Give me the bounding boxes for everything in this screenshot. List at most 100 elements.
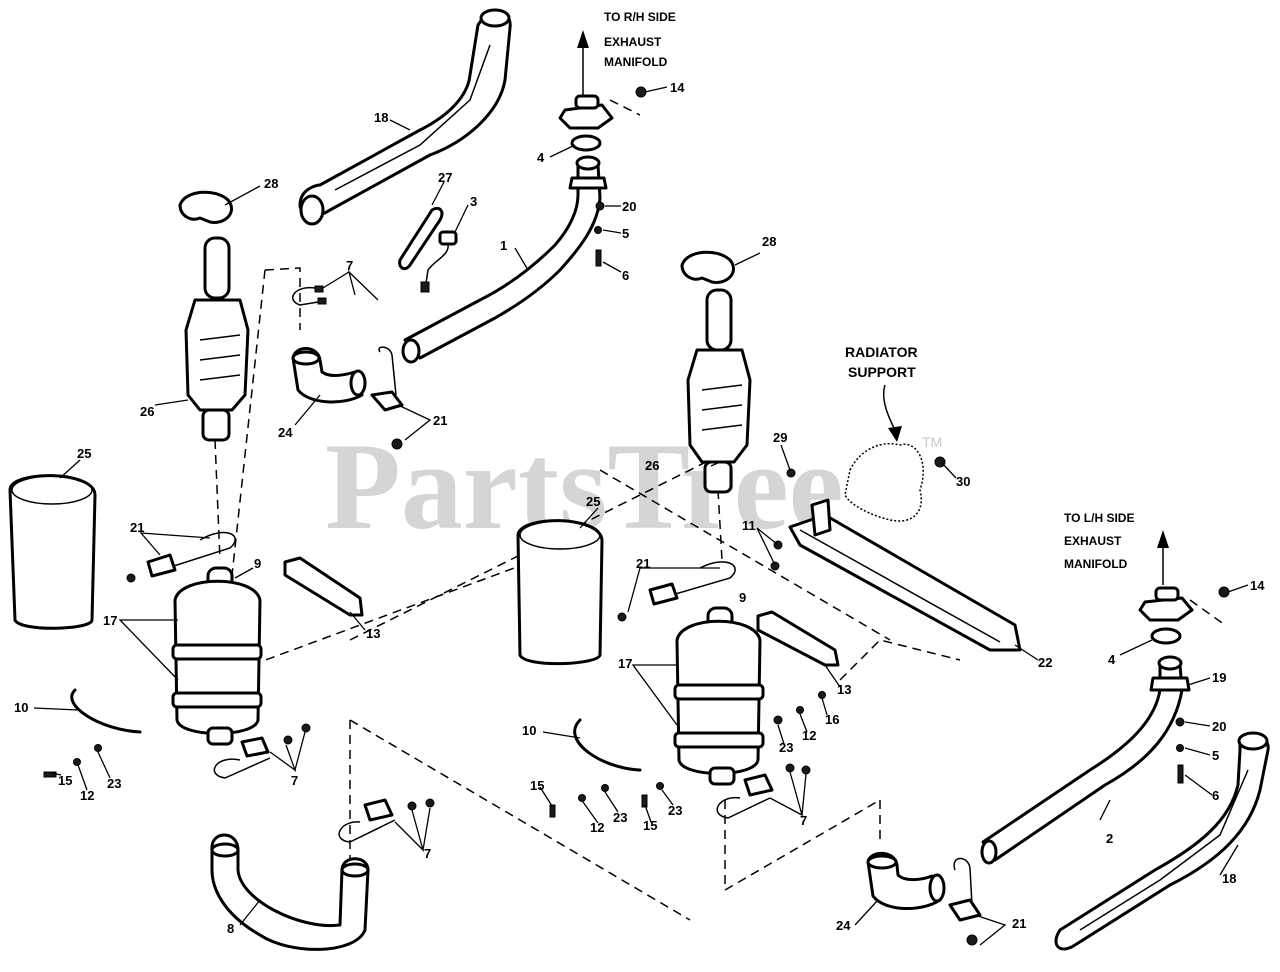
callout-5-top: 5 <box>622 226 629 241</box>
callout-25-left: 25 <box>77 446 91 461</box>
callout-20-right: 20 <box>1212 719 1226 734</box>
callout-4-top: 4 <box>537 150 545 165</box>
callout-26-left: 26 <box>140 404 154 419</box>
callout-24-right: 24 <box>836 918 851 933</box>
callout-21-top: 21 <box>433 413 447 428</box>
heat-shield-clamp-28-right <box>680 250 735 284</box>
callout-9-left: 9 <box>254 556 261 571</box>
hose-27 <box>398 206 444 271</box>
note-lh-line-3: MANIFOLD <box>1064 557 1128 571</box>
note-lh-line-2: EXHAUST <box>1064 534 1122 548</box>
callout-23-right-c: 23 <box>779 740 793 755</box>
callout-3: 3 <box>470 194 477 209</box>
callout-7-left-low: 7 <box>291 773 298 788</box>
arrow-to-lh-manifold <box>1157 530 1169 585</box>
callout-21-right-mid: 21 <box>636 556 650 571</box>
callout-7-top: 7 <box>346 258 353 273</box>
callout-15-left: 15 <box>58 773 72 788</box>
u-clamp-21-right-low <box>948 857 982 922</box>
note-lh-manifold: TO L/H SIDE EXHAUST MANIFOLD <box>1064 511 1134 571</box>
manifold-flange-left <box>1138 586 1194 622</box>
callout-10-left: 10 <box>14 700 28 715</box>
elbow-pipe-24-left <box>291 347 367 404</box>
callout-numbers: 14 4 20 5 6 1 18 28 27 3 7 26 24 21 25 2… <box>14 80 1265 936</box>
callout-23-right-a: 23 <box>613 810 627 825</box>
u-clamp-7-top <box>292 285 327 306</box>
callout-5-right: 5 <box>1212 748 1219 763</box>
assembly-guide-lines <box>214 99 1226 921</box>
exhaust-pipe-1 <box>401 155 608 364</box>
callout-8: 8 <box>227 921 234 936</box>
watermark-tm: TM <box>922 434 942 450</box>
callout-10-right: 10 <box>522 723 536 738</box>
gasket-4-right-top <box>570 134 602 152</box>
callout-28-right: 28 <box>762 234 776 249</box>
callout-11: 11 <box>742 518 756 533</box>
callout-28-left: 28 <box>264 176 278 191</box>
callout-25-right: 25 <box>586 494 600 509</box>
callout-13-right: 13 <box>837 682 851 697</box>
hardware-fasteners <box>43 86 1230 946</box>
callout-1: 1 <box>500 238 507 253</box>
callout-18-right: 18 <box>1222 871 1236 886</box>
callout-2: 2 <box>1106 831 1113 846</box>
muffler-wrap-25-left <box>8 474 97 630</box>
callout-9-right: 9 <box>739 590 746 605</box>
radiator-support-outline <box>844 443 924 522</box>
strap-10-right <box>573 718 642 772</box>
callout-7-mid-low: 7 <box>424 846 431 861</box>
note-radiator-support: RADIATOR SUPPORT <box>845 344 918 380</box>
strap-10-left <box>70 688 142 734</box>
u-clamp-7-right-low <box>716 773 774 819</box>
u-clamp-7-left-low <box>213 736 271 779</box>
callout-17-left: 17 <box>103 613 117 628</box>
callout-12-right: 12 <box>590 820 604 835</box>
arrow-radiator-support <box>883 384 902 442</box>
callout-27: 27 <box>438 170 452 185</box>
callout-18-top: 18 <box>374 110 388 125</box>
callout-leaders <box>33 86 1249 946</box>
muffler-bracket-13-left <box>283 556 364 617</box>
callout-20-top: 20 <box>622 199 636 214</box>
callout-12-right-b: 12 <box>802 728 816 743</box>
muffler-9-right <box>673 606 765 786</box>
callout-23-left: 23 <box>107 776 121 791</box>
u-clamp-21-top <box>370 346 404 412</box>
callout-23-right-b: 23 <box>668 803 682 818</box>
catalytic-converter-26-left <box>184 236 250 442</box>
note-rh-line-1: TO R/H SIDE <box>604 10 676 24</box>
callout-4-right: 4 <box>1108 652 1116 667</box>
tail-pipe-8 <box>210 833 370 951</box>
note-rh-line-3: MANIFOLD <box>604 55 668 69</box>
radiator-support-bar-22 <box>788 498 1022 652</box>
callout-14-top: 14 <box>670 80 685 95</box>
note-radiator-line-2: SUPPORT <box>848 364 916 380</box>
muffler-9-left <box>171 566 263 746</box>
muffler-wrap-25-right <box>516 519 604 666</box>
callout-17-right: 17 <box>618 656 632 671</box>
callout-14-right: 14 <box>1250 578 1265 593</box>
note-rh-manifold: TO R/H SIDE EXHAUST MANIFOLD <box>604 10 676 69</box>
manifold-flange-right <box>558 94 614 130</box>
u-clamp-21-left-mid <box>146 531 236 578</box>
note-rh-line-2: EXHAUST <box>604 35 662 49</box>
catalytic-converter-26-right <box>686 288 752 494</box>
callout-13-left: 13 <box>366 626 380 641</box>
exhaust-pipe-2 <box>980 655 1191 865</box>
callout-12-left: 12 <box>80 788 94 803</box>
u-clamp-7-mid-low <box>338 798 396 843</box>
callout-15-right-b: 15 <box>643 818 657 833</box>
callout-7-right-low: 7 <box>800 813 807 828</box>
callout-26-right: 26 <box>645 458 659 473</box>
heat-shield-pipe-18-left <box>298 8 512 226</box>
callout-19: 19 <box>1212 670 1226 685</box>
gasket-4-left <box>1150 627 1182 645</box>
u-clamp-21-right-mid <box>648 561 736 606</box>
elbow-pipe-24-right <box>866 851 946 911</box>
callout-21-left: 21 <box>130 520 144 535</box>
heat-shield-pipe-18-right <box>1054 731 1270 951</box>
callout-21-right-low: 21 <box>1012 916 1026 931</box>
muffler-bracket-13-right <box>756 610 840 667</box>
note-radiator-line-1: RADIATOR <box>845 344 918 360</box>
